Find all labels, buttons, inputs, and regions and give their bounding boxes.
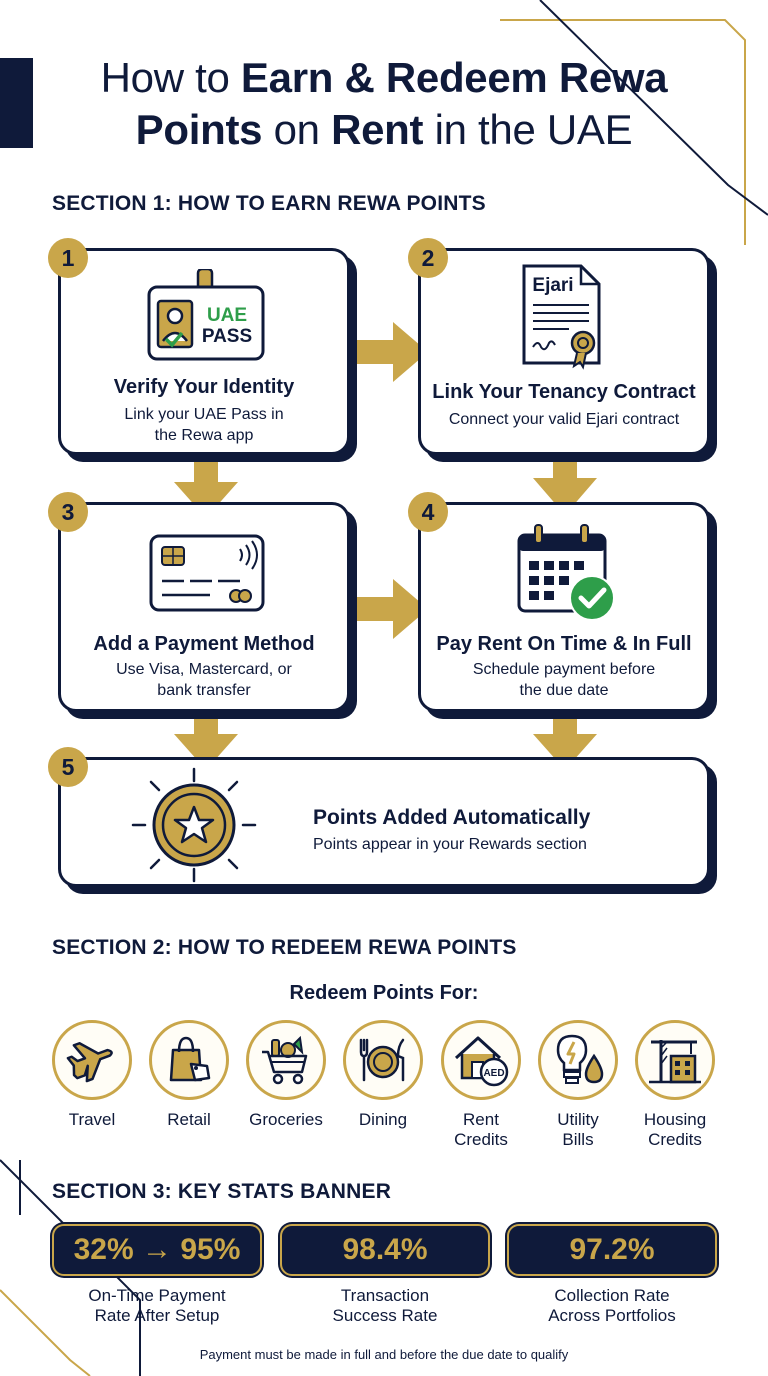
stat-value-transaction: 98.4%	[280, 1224, 490, 1276]
bulb-drop-icon	[556, 1034, 604, 1084]
redeem-housing-credits	[635, 1020, 715, 1100]
section1-heading: SECTION 1: HOW TO EARN REWA POINTS	[52, 192, 486, 215]
step-1-title: Verify Your Identity	[113, 376, 295, 398]
redeem-rent-credits: AED	[441, 1020, 521, 1100]
construction-icon	[649, 1040, 701, 1084]
airplane-icon	[66, 1042, 113, 1083]
step-5-title: Points Added Automatically	[313, 806, 591, 829]
step-4-title: Pay Rent On Time & In Full	[436, 633, 692, 655]
credit-card-icon	[149, 534, 265, 612]
redeem-subheading: Redeem Points For:	[289, 982, 479, 1004]
redeem-retail	[149, 1020, 229, 1100]
redeem-label-groceries: Groceries	[249, 1110, 323, 1129]
step-3-desc-line2: bank transfer	[157, 682, 251, 699]
footnote: Payment must be made in full and before …	[199, 1347, 569, 1362]
step-3-desc-line1: Use Visa, Mastercard, or	[116, 661, 292, 678]
shopping-bag-icon	[169, 1036, 211, 1082]
step-2-card: Ejari Link Your Tenancy Contract Connect…	[418, 248, 710, 455]
ejari-document-icon: Ejari	[522, 264, 601, 370]
stat-value-collection: 97.2%	[507, 1224, 717, 1276]
step-5-desc: Points appear in your Rewards section	[313, 836, 587, 853]
star-coin-icon	[131, 767, 257, 883]
stat-value-on-time: 32% → 95%	[52, 1224, 262, 1276]
title-prefix: How to	[100, 54, 241, 101]
step-3-card: Add a Payment Method Use Visa, Mastercar…	[58, 502, 350, 712]
section2-heading: SECTION 2: HOW TO REDEEM REWA POINTS	[52, 936, 517, 959]
step-4-desc-line2: the due date	[519, 682, 609, 699]
step-1-card: UAE PASS Verify Your Identity Link your …	[58, 248, 350, 455]
section3-heading: SECTION 3: KEY STATS BANNER	[52, 1180, 392, 1203]
redeem-utility-bills	[538, 1020, 618, 1100]
step-3-badge: 3	[48, 492, 88, 532]
grocery-cart-icon	[262, 1035, 308, 1085]
title-points: Points	[135, 106, 263, 153]
title-on: on	[262, 106, 332, 153]
step-4-badge: 4	[408, 492, 448, 532]
redeem-label-travel: Travel	[68, 1110, 116, 1129]
step-2-badge: 2	[408, 238, 448, 278]
title-earn-redeem: Earn & Redeem Rewa	[240, 54, 668, 101]
step-1-badge: 1	[48, 238, 88, 278]
title-suffix: in the UAE	[423, 106, 633, 153]
redeem-dining	[343, 1020, 423, 1100]
step-2-title: Link Your Tenancy Contract	[432, 381, 696, 403]
dining-icon	[359, 1038, 405, 1082]
step-2-desc-line1: Connect your valid Ejari contract	[448, 411, 680, 428]
step-5-card: Points Added Automatically Points appear…	[58, 757, 710, 887]
page-title: How to Earn & Redeem Rewa Points on Rent…	[0, 52, 768, 156]
redeem-label-dining: Dining	[358, 1110, 408, 1129]
calendar-check-icon	[517, 524, 615, 621]
redeem-travel	[52, 1020, 132, 1100]
redeem-groceries	[246, 1020, 326, 1100]
step-4-card: Pay Rent On Time & In Full Schedule paym…	[418, 502, 710, 712]
uae-pass-text-bottom: PASS	[202, 326, 252, 347]
step-1-desc-line1: Link your UAE Pass in	[124, 406, 284, 423]
step-1-desc-line2: the Rewa app	[154, 427, 254, 444]
ejari-text: Ejari	[532, 275, 573, 296]
aed-text: AED	[483, 1068, 504, 1079]
title-rent: Rent	[331, 106, 424, 153]
step-3-title: Add a Payment Method	[93, 633, 315, 655]
uae-pass-text-top: UAE	[207, 305, 247, 326]
step-5-badge: 5	[48, 747, 88, 787]
redeem-label-retail: Retail	[167, 1110, 211, 1129]
house-aed-icon: AED	[454, 1036, 509, 1087]
step-4-desc-line1: Schedule payment before	[472, 661, 656, 678]
uae-pass-card-icon: UAE PASS	[147, 269, 265, 361]
